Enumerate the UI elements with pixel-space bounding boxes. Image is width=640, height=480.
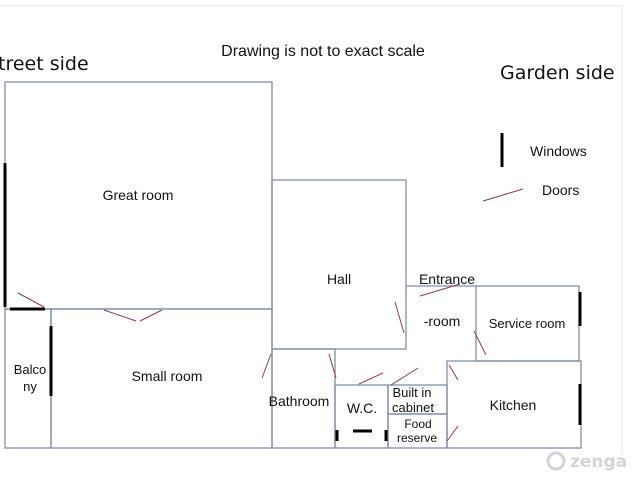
food-reserve-label-line1: Food	[404, 417, 431, 431]
wc-door	[358, 372, 384, 385]
legend-door-symbol	[482, 188, 524, 202]
balcony-label-line2: ny	[23, 379, 37, 394]
kitchen-label: Kitchen	[490, 397, 537, 413]
zenga-logo-icon	[546, 451, 566, 471]
kitchen-door	[448, 364, 459, 381]
zenga-watermark: zenga	[546, 451, 627, 472]
hall-door-right	[394, 301, 405, 334]
bathroom-door	[261, 353, 272, 379]
legend-windows-label: Windows	[530, 143, 587, 159]
bathroom-label: Bathroom	[269, 393, 330, 409]
food-reserve-label-line2: reserve	[397, 431, 437, 445]
cabinet-door	[390, 367, 419, 386]
service-room-door	[473, 330, 487, 356]
scale-note: Drawing is not to exact scale	[221, 43, 425, 60]
food-reserve-door	[446, 425, 459, 442]
service-room-label: Service room	[489, 316, 566, 331]
balcony-label-line1: Balco	[14, 362, 47, 377]
bathroom-hall-door	[328, 353, 337, 379]
balcony-door	[17, 292, 45, 308]
watermark-text: zenga	[570, 452, 627, 472]
garden-side-label: Garden side	[500, 62, 615, 84]
small-room-door-left	[103, 309, 137, 322]
small-room-door-right	[139, 309, 163, 322]
hall-outline	[271, 179, 407, 350]
hall-label: Hall	[327, 271, 351, 287]
cabinet-label-line1: Built in	[392, 385, 431, 400]
cabinet-label-line2: cabinet	[392, 400, 434, 415]
entrance-label-line1: Entrance	[419, 271, 475, 287]
legend-doors-label: Doors	[542, 182, 579, 198]
great-room-label: Great room	[103, 187, 174, 203]
small-room-label: Small room	[132, 368, 203, 384]
wc-outline	[334, 384, 389, 449]
entrance-door	[419, 283, 461, 297]
street-side-label: treet side	[0, 53, 89, 75]
entrance-label-line2: -room	[424, 313, 461, 329]
wc-label: W.C.	[347, 400, 377, 416]
